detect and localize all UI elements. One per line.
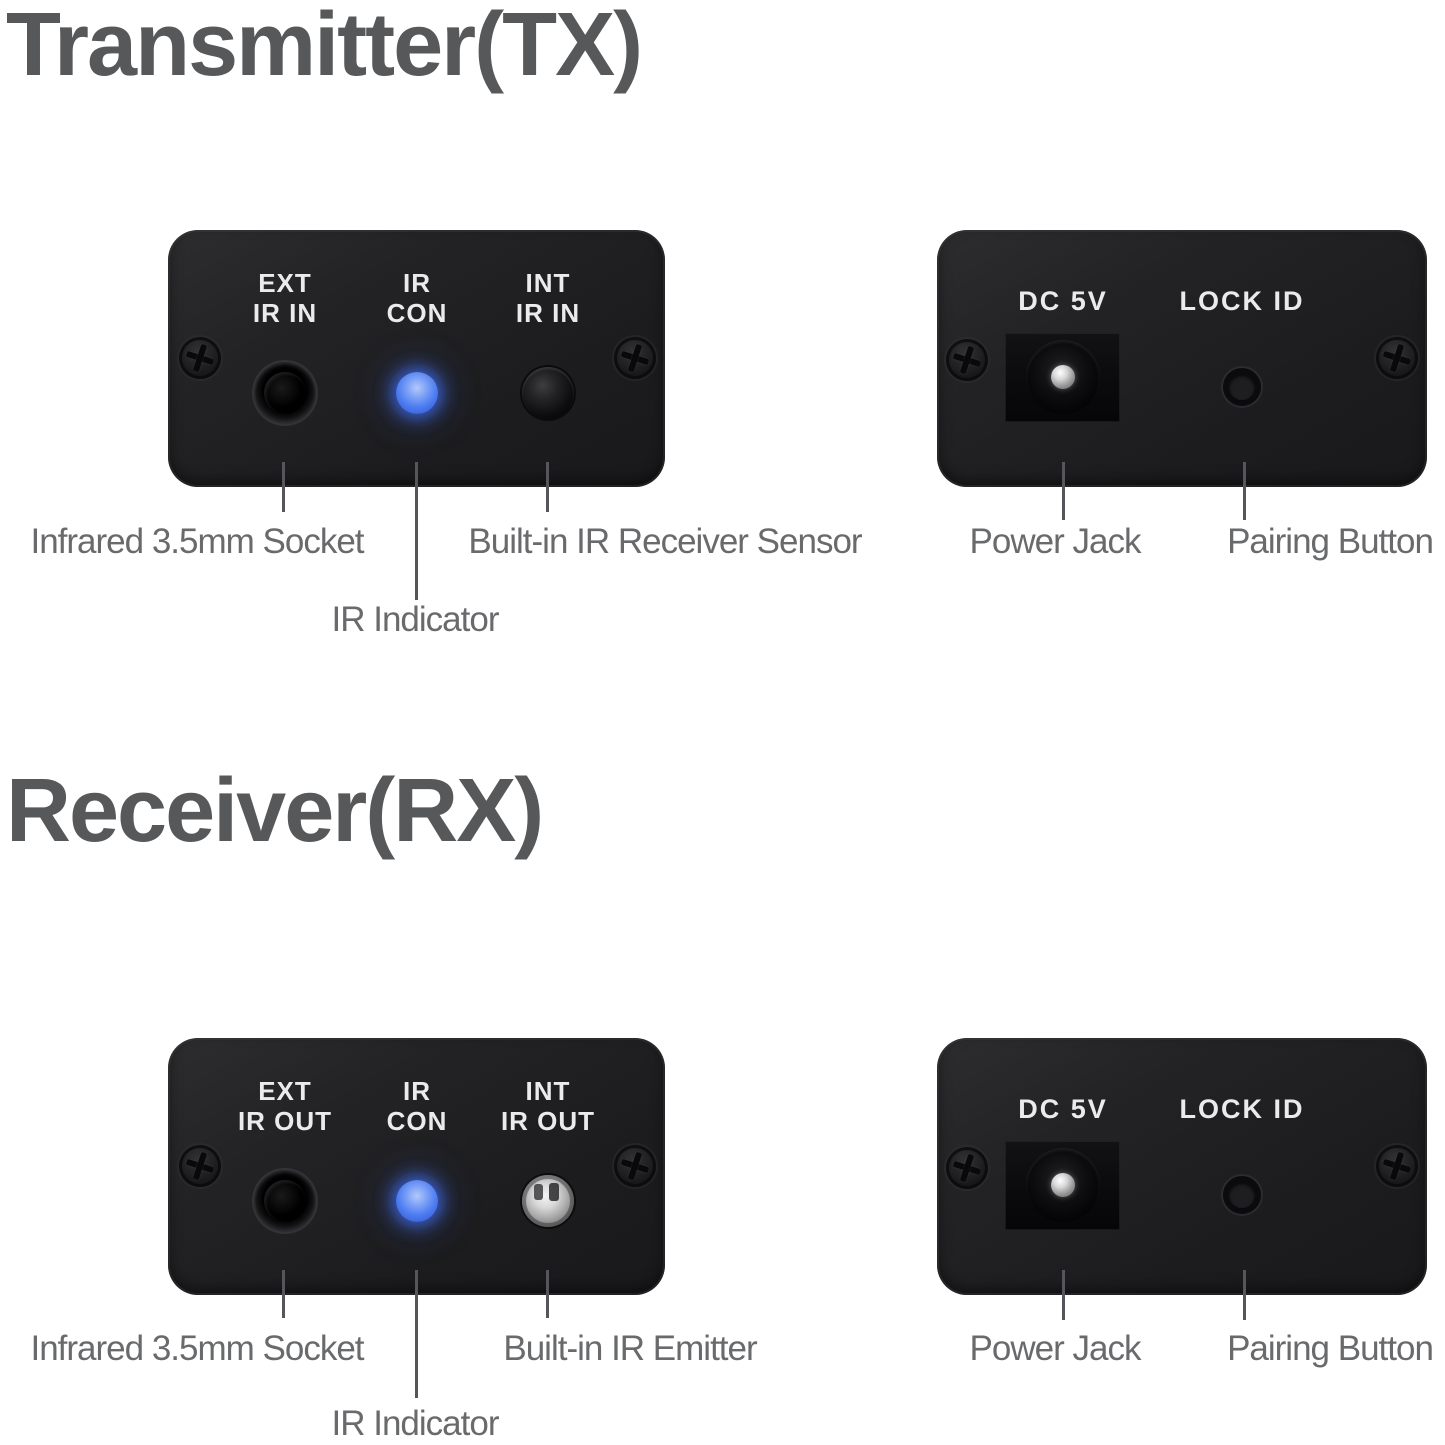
socket-callout-label: Infrared 3.5mm Socket bbox=[30, 1329, 364, 1368]
ir-indicator-led bbox=[388, 1172, 446, 1230]
ir-35mm-socket bbox=[254, 1170, 316, 1232]
ext-ir-in-line1: EXT bbox=[258, 268, 312, 298]
int-ir-out-label: INT IR OUT bbox=[473, 1076, 623, 1136]
callout-line-pairing bbox=[1243, 462, 1246, 520]
dc-power-jack bbox=[1005, 1141, 1120, 1230]
screw-icon bbox=[173, 1139, 227, 1193]
screw-icon bbox=[940, 333, 994, 387]
ext-ir-out-line1: EXT bbox=[258, 1076, 312, 1106]
ir-con-label: IR CON bbox=[342, 268, 492, 328]
tx-ir-panel: EXT IR IN IR CON INT IR IN bbox=[168, 230, 665, 487]
indicator-callout-label: IR Indicator bbox=[331, 600, 500, 639]
receiver-title: Receiver(RX) bbox=[6, 761, 544, 861]
ir-receiver-sensor-dome bbox=[522, 367, 574, 419]
ir-con-line1: IR bbox=[403, 268, 431, 298]
dc-jack-barrel bbox=[1026, 1148, 1100, 1222]
rx-power-panel: DC 5V LOCK ID bbox=[937, 1038, 1427, 1295]
emitter-callout-label: Built-in IR Emitter bbox=[503, 1329, 757, 1368]
callout-line-power bbox=[1062, 1270, 1065, 1320]
int-ir-out-line2: IR OUT bbox=[500, 1106, 596, 1136]
ext-ir-out-label: EXT IR OUT bbox=[210, 1076, 360, 1136]
screw-icon bbox=[608, 331, 662, 385]
int-ir-out-line1: INT bbox=[525, 1076, 571, 1106]
tx-power-panel: DC 5V LOCK ID bbox=[937, 230, 1427, 487]
callout-line-indicator bbox=[415, 462, 418, 600]
callout-line-sensor bbox=[546, 462, 549, 512]
int-ir-in-label: INT IR IN bbox=[473, 268, 623, 328]
screw-icon bbox=[940, 1141, 994, 1195]
ir-con-label: IR CON bbox=[342, 1076, 492, 1136]
screw-icon bbox=[1370, 331, 1424, 385]
lock-id-label: LOCK ID bbox=[1179, 1094, 1305, 1124]
ir-indicator-led bbox=[388, 364, 446, 422]
pairing-callout-label: Pairing Button bbox=[1227, 1329, 1434, 1368]
dc-jack-pin bbox=[1051, 365, 1075, 389]
dc-5v-label: DC 5V bbox=[1018, 1094, 1108, 1124]
dc-jack-barrel bbox=[1026, 340, 1100, 414]
ext-ir-in-line2: IR IN bbox=[252, 298, 318, 328]
screw-icon bbox=[173, 331, 227, 385]
ir-35mm-socket bbox=[254, 362, 316, 424]
callout-line-indicator bbox=[415, 1270, 418, 1398]
ir-con-line1: IR bbox=[403, 1076, 431, 1106]
pairing-button bbox=[1223, 368, 1261, 406]
screw-icon bbox=[608, 1139, 662, 1193]
callout-line-pairing bbox=[1243, 1270, 1246, 1320]
pairing-callout-label: Pairing Button bbox=[1227, 522, 1434, 561]
power-callout-label: Power Jack bbox=[969, 1329, 1142, 1368]
sensor-callout-label: Built-in IR Receiver Sensor bbox=[468, 522, 862, 561]
callout-line-power bbox=[1062, 462, 1065, 520]
ir-con-line2: CON bbox=[386, 1106, 448, 1136]
dc-5v-label: DC 5V bbox=[1018, 286, 1108, 316]
socket-callout-label: Infrared 3.5mm Socket bbox=[30, 522, 364, 561]
rx-ir-panel: EXT IR OUT IR CON INT IR OUT bbox=[168, 1038, 665, 1295]
pairing-button bbox=[1223, 1176, 1261, 1214]
screw-icon bbox=[1370, 1139, 1424, 1193]
lock-id-label: LOCK ID bbox=[1179, 286, 1305, 316]
dc-jack-pin bbox=[1051, 1173, 1075, 1197]
indicator-callout-label: IR Indicator bbox=[331, 1404, 500, 1443]
ext-ir-in-label: EXT IR IN bbox=[210, 268, 360, 328]
power-callout-label: Power Jack bbox=[969, 522, 1142, 561]
ir-emitter-dome bbox=[522, 1175, 574, 1227]
int-ir-in-line2: IR IN bbox=[515, 298, 581, 328]
int-ir-in-line1: INT bbox=[525, 268, 571, 298]
ir-con-line2: CON bbox=[386, 298, 448, 328]
ext-ir-out-line2: IR OUT bbox=[237, 1106, 333, 1136]
transmitter-title: Transmitter(TX) bbox=[6, 0, 643, 95]
callout-line-socket bbox=[282, 1270, 285, 1318]
dc-power-jack bbox=[1005, 333, 1120, 422]
callout-line-emitter bbox=[546, 1270, 549, 1318]
callout-line-socket bbox=[282, 462, 285, 512]
